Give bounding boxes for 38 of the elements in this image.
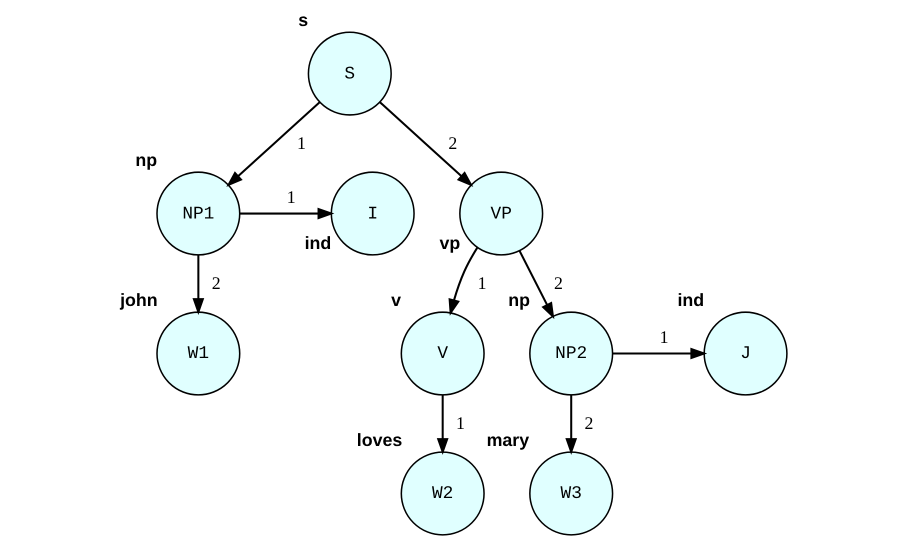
edge-label: 1	[456, 412, 464, 433]
edge-label: 2	[584, 412, 593, 433]
edge-label: 1	[296, 132, 306, 153]
edge-label: 2	[211, 272, 220, 293]
edge-label: 1	[659, 326, 668, 347]
arrow	[192, 254, 204, 315]
node-label: s	[298, 10, 308, 30]
node-circle: S	[307, 31, 392, 116]
edge-label: 1	[477, 272, 486, 293]
node-label: np	[508, 290, 530, 310]
arrow	[378, 102, 473, 187]
node-circle: NP1	[156, 171, 240, 256]
arrow	[612, 348, 707, 360]
node-circle: V	[400, 311, 484, 396]
node-circle: W1	[156, 311, 240, 396]
arrow	[226, 102, 320, 187]
node-label: mary	[486, 430, 529, 450]
arrow	[448, 247, 478, 316]
edge-label: 2	[554, 272, 562, 293]
arrow	[564, 394, 577, 455]
node-circle: NP2	[528, 311, 613, 396]
node-circle: J	[702, 311, 788, 396]
edge-label: 1	[286, 186, 296, 207]
arrow	[436, 394, 448, 455]
node-circle: I	[330, 171, 414, 256]
node-label: john	[120, 290, 158, 310]
node-label: loves	[356, 430, 402, 450]
node-label: ind	[676, 290, 704, 310]
arrow	[518, 250, 554, 320]
node-circle: W3	[528, 451, 613, 536]
node-label: np	[134, 150, 157, 170]
arrow	[240, 208, 334, 220]
node-label: vp	[439, 232, 460, 253]
edge-label: 2	[448, 132, 457, 153]
node-label: ind	[304, 232, 331, 253]
node-circle: VP	[458, 171, 543, 256]
node-circle: W2	[400, 451, 484, 536]
node-label: v	[390, 290, 401, 310]
